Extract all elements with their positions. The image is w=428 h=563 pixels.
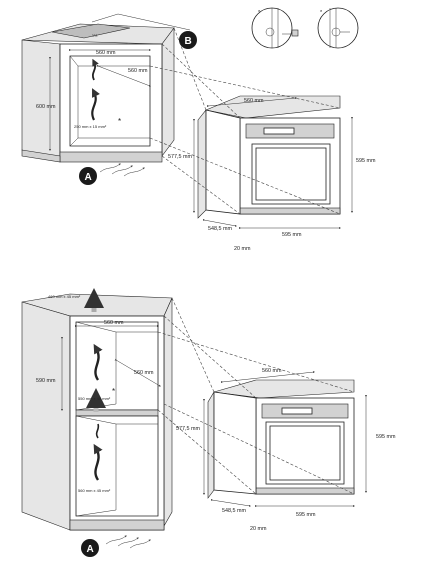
top-cabinet-width: 560 mm [96, 50, 116, 56]
socket-details: * * [251, 7, 359, 49]
svg-text:⌇⌇⌇: ⌇⌇⌇ [92, 33, 98, 38]
bottom-oven-front-width: 595 mm [296, 512, 316, 518]
bottom-cabinet-dimensions: 460 mm x 45 mm² 560 mm 560 mm 590 mm 550… [36, 294, 161, 493]
bottom-low-vent: 560 mm x 45 mm² [78, 488, 111, 493]
top-oven-body-height: 577,5 mm [168, 154, 192, 160]
bottom-top-vent: 460 mm x 45 mm² [48, 294, 81, 299]
bottom-badge-a: A [81, 539, 99, 557]
socket-star-1: * [258, 10, 261, 16]
bottom-oven-front-height: 595 mm [376, 434, 396, 440]
bottom-oven-dimensions: 560 mm 577,5 mm 595 mm 548,5 mm 595 mm 2… [176, 368, 396, 532]
top-oven-front-height: 595 mm [356, 158, 376, 164]
top-oven-depth: 548,5 mm [208, 226, 232, 232]
top-oven-door: 20 mm [234, 246, 251, 252]
bottom-oven-body-height: 577,5 mm [176, 426, 200, 432]
top-oven-width: 560 mm [244, 98, 264, 104]
socket-star-2: * [320, 10, 323, 16]
svg-text:B: B [185, 36, 192, 47]
top-cabinet-depth: 560 mm [128, 68, 148, 74]
top-cabinet: ⌇⌇⌇ [21, 13, 191, 177]
top-cabinet-vent: 250 mm x 15 mm² [74, 124, 107, 129]
bottom-cabinet-star: * [112, 387, 115, 396]
bottom-cabinet-depth: 560 mm [134, 370, 154, 376]
top-oven-front-width: 595 mm [282, 232, 302, 238]
top-cabinet-dimensions: 560 mm 560 mm 600 mm 250 mm x 15 mm² * [36, 49, 151, 151]
bottom-cabinet-width: 560 mm [104, 320, 124, 326]
bottom-projection-lines [157, 297, 355, 495]
bottom-oven-door: 20 mm [250, 526, 267, 532]
bottom-oven-depth: 548,5 mm [222, 508, 246, 514]
svg-text:A: A [87, 544, 94, 555]
bottom-oven-width: 560 mm [262, 368, 282, 374]
bottom-cabinet-height: 590 mm [36, 378, 56, 384]
top-oven [197, 95, 341, 219]
bottom-mid-vent: 550 mm x 45 mm² [78, 396, 111, 401]
top-cabinet-star: * [118, 117, 121, 126]
top-projection-lines [149, 27, 341, 215]
top-oven-dimensions: 560 mm 577,5 mm 595 mm 548,5 mm 595 mm 2… [168, 97, 376, 252]
bottom-cabinet [21, 288, 173, 549]
bottom-oven [207, 379, 355, 499]
svg-text:A: A [85, 172, 92, 183]
top-badge-a: A [79, 167, 97, 185]
top-cabinet-height: 600 mm [36, 104, 56, 110]
top-badge-b: B [179, 31, 197, 49]
